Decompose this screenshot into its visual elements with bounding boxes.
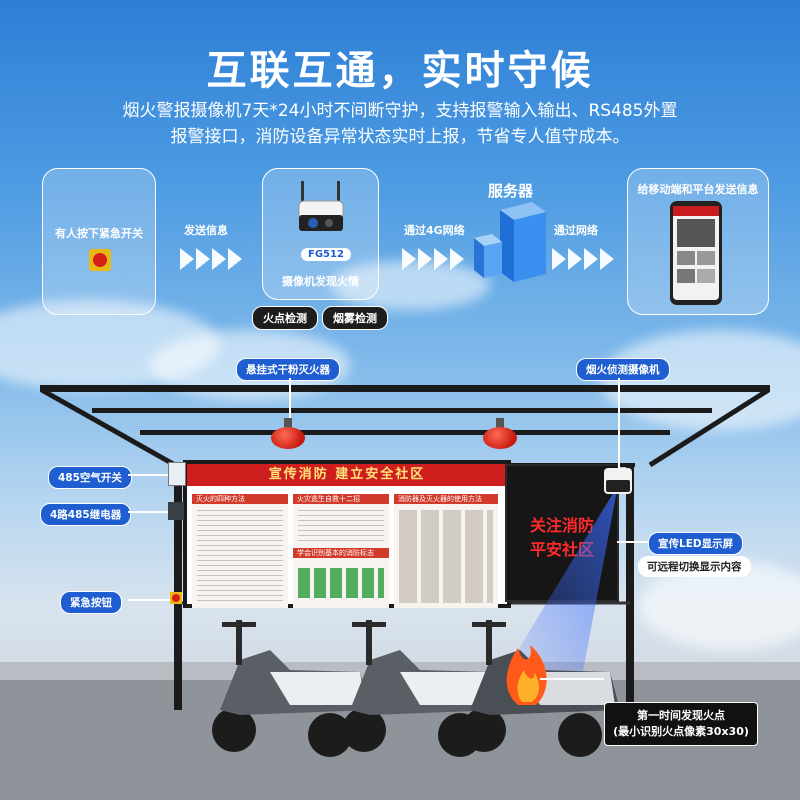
board-panel: 灭火的四种方法 <box>192 494 288 608</box>
arrow-right-icon <box>402 248 466 270</box>
extinguisher-tag: 悬挂式干粉灭火器 <box>236 358 340 381</box>
roof-beam-mid <box>92 408 712 413</box>
propaganda-board: 宣传消防 建立安全社区 灭火的四种方法 火灾逃生自救十二招 学会识别基本的消防标… <box>183 460 511 608</box>
send-to-mobile-label: 给移动端和平台发送信息 <box>637 183 759 196</box>
roof-beam-back <box>140 430 670 435</box>
mobile-phone-icon <box>670 201 722 305</box>
emergency-card-label: 有人按下紧急开关 <box>55 227 143 240</box>
via-4g-label: 通过4G网络 <box>404 224 465 237</box>
remote-switch-tag: 可远程切换显示内容 <box>638 556 751 577</box>
camera-model-badge: FG512 <box>301 248 351 261</box>
relay-device <box>168 502 184 520</box>
board-panel-title: 火灾逃生自救十二招 <box>297 495 360 503</box>
leader-line <box>128 511 168 513</box>
board-panel-title: 消防器及灭火器的使用方法 <box>398 495 482 503</box>
headline: 互联互通，实时守候 <box>206 48 594 94</box>
leader-line <box>540 678 604 680</box>
fire-detect-callout: 第一时间发现火点 (最小识别火点像素30x30) <box>604 702 758 746</box>
leader-line <box>289 378 291 418</box>
arrow-right-icon <box>552 248 616 270</box>
emergency-button-device <box>170 592 182 604</box>
leader-line <box>617 541 648 543</box>
board-header: 宣传消防 建立安全社区 <box>187 464 507 486</box>
scooters <box>212 620 620 757</box>
fire-camera-tag: 烟火侦测摄像机 <box>576 358 670 381</box>
extinguisher-icon <box>271 427 305 449</box>
board-panel-title: 灭火的四种方法 <box>196 495 245 503</box>
extinguisher-icon <box>483 427 517 449</box>
fire-detect-pill: 火点检测 <box>252 306 318 330</box>
roof-beam-front <box>40 385 770 392</box>
fire-detect-line-1: 第一时间发现火点 <box>637 709 725 722</box>
air-switch-device <box>168 462 186 486</box>
emergency-switch-card: 有人按下紧急开关 <box>42 168 156 315</box>
board-panel: 火灾逃生自救十二招 <box>293 494 389 548</box>
mobile-card: 给移动端和平台发送信息 <box>627 168 769 315</box>
board-panel: 消防器及灭火器的使用方法 <box>394 494 498 608</box>
leader-line <box>128 599 170 601</box>
fire-camera-icon <box>604 468 632 494</box>
send-info-label: 发送信息 <box>184 224 228 237</box>
detection-beam <box>500 485 618 687</box>
emergency-switch-icon <box>89 249 111 271</box>
camera-caption: 摄像机发现火情 <box>282 275 359 288</box>
board-panel-title: 学会识别基本的消防标志 <box>297 549 374 557</box>
led-screen-tag: 宣传LED显示屏 <box>648 532 744 555</box>
camera-icon <box>298 181 344 231</box>
description-line-1: 烟火警报摄像机7天*24小时不间断守护，支持报警输入输出、RS485外置 <box>122 101 678 121</box>
description-line-2: 报警接口，消防设备异常状态实时上报，节省专人值守成本。 <box>170 127 630 147</box>
server-label: 服务器 <box>488 182 534 200</box>
leader-line <box>618 378 620 470</box>
leader-line <box>128 474 168 476</box>
server-icon <box>474 202 546 282</box>
air-switch-tag: 485空气开关 <box>48 466 132 489</box>
via-network-label: 通过网络 <box>554 224 598 237</box>
fire-icon <box>506 645 547 705</box>
board-panel: 学会识别基本的消防标志 <box>293 548 389 608</box>
emergency-button-tag: 紧急按钮 <box>60 591 122 614</box>
camera-card: FG512 摄像机发现火情 <box>262 168 379 300</box>
relay-tag: 4路485继电器 <box>40 503 132 526</box>
led-line-1: 关注消防 <box>529 516 594 535</box>
extinguisher-cap <box>284 418 292 428</box>
smoke-detect-pill: 烟雾检测 <box>322 306 388 330</box>
fire-detect-line-2: (最小识别火点像素30x30) <box>613 725 749 738</box>
arrow-right-icon <box>180 248 244 270</box>
extinguisher-cap <box>496 418 504 428</box>
